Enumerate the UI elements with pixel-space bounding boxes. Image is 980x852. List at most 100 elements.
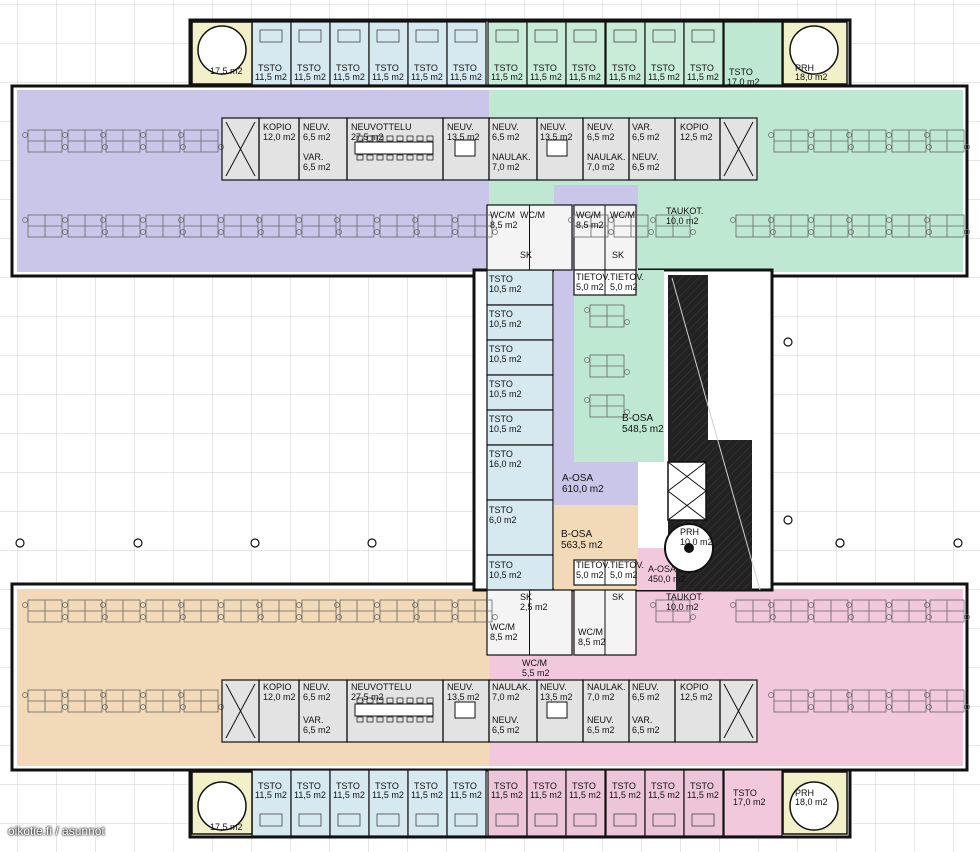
wcm-n1-area: 8,5 m2	[490, 220, 518, 230]
neuvottelu-n-label: NEUVOTTELU	[351, 122, 412, 132]
tietov-n2-label: TIETOV.	[610, 272, 644, 282]
tsto-l5-area: 10,5 m2	[489, 424, 522, 434]
prh-nw-area: 17,5 m2	[210, 66, 243, 76]
office-area: 11,5 m2	[648, 72, 680, 82]
tsto-l6-area: 16,0 m2	[489, 459, 522, 469]
var-s1-area: 6,5 m2	[303, 725, 331, 735]
stair-ne-icon	[789, 25, 839, 75]
office-room	[329, 21, 370, 86]
neuv-s1-area: 6,5 m2	[303, 692, 331, 702]
office-area: 11,5 m2	[255, 790, 287, 800]
neuv-s4-area: 13,5 m2	[540, 692, 573, 702]
office-area: 11,5 m2	[411, 790, 443, 800]
link-office	[486, 409, 554, 446]
office-area: 11,5 m2	[609, 790, 641, 800]
column-markers	[15, 337, 963, 548]
neuv-s3-label: NEUV.	[492, 715, 519, 725]
sk-s1-area: 2,5 m2	[520, 602, 548, 612]
tsto-l3-area: 10,5 m2	[489, 354, 522, 364]
neuv-s6-label: NEUV.	[632, 682, 659, 692]
tsto-l3-label: TSTO	[489, 344, 513, 354]
var-n1-area: 6,5 m2	[303, 162, 331, 172]
wcm-n3-label: WC/M	[576, 210, 601, 220]
sk-s1-label: SK	[520, 592, 532, 602]
neuv-s2-label: NEUV.	[447, 682, 474, 692]
office-area: 11,5 m2	[333, 72, 365, 82]
kopio-n2-label: KOPIO	[680, 122, 709, 132]
watermark: oikotie.fi / asunnot	[8, 824, 105, 838]
var-n2-label: VAR.	[632, 122, 652, 132]
office-area: 11,5 m2	[491, 72, 523, 82]
corner-stairs	[191, 21, 848, 835]
tsto-l8-area: 10,5 m2	[489, 570, 522, 580]
core-rooms	[221, 679, 758, 743]
taukot-s-label: TAUKOT.	[666, 592, 703, 602]
b-osa-north-label: B-OSA	[622, 413, 653, 424]
tietov-n2-area: 5,0 m2	[610, 282, 638, 292]
taukot-n-label: TAUKOT.	[666, 206, 703, 216]
office-label: TSTO	[297, 781, 321, 791]
room-labels: 17,5 m2 PRH 18,0 m2 TSTO 17,0 m2 17,5 m2…	[210, 63, 828, 832]
prh-ne-label: PRH	[795, 63, 814, 73]
office-label: TSTO	[297, 63, 321, 73]
office-label: TSTO	[375, 63, 399, 73]
office-room	[605, 21, 646, 86]
a-osa-north-label: A-OSA	[562, 473, 593, 484]
neuv-n6-label: NEUV.	[632, 152, 659, 162]
neuv-s5-label: NEUV.	[587, 715, 614, 725]
stair-nw-icon	[197, 25, 247, 75]
tsto-l1-area: 10,5 m2	[489, 284, 522, 294]
office-room	[446, 769, 487, 837]
tietov-s1-area: 5,0 m2	[576, 570, 604, 580]
office-area: 11,5 m2	[372, 72, 404, 82]
office-label: TSTO	[690, 781, 714, 791]
taukot-s-area: 10,0 m2	[666, 602, 699, 612]
taukot-n-area: 10,0 m2	[666, 216, 699, 226]
tsto-corner-ne-area: 17,0 m2	[727, 77, 760, 87]
office-label: TSTO	[494, 781, 518, 791]
tsto-corner-se-label: TSTO	[733, 788, 757, 798]
furniture	[22, 129, 970, 713]
office-area: 11,5 m2	[530, 72, 562, 82]
office-area: 11,5 m2	[687, 72, 719, 82]
naulak-n1-area: 7,0 m2	[492, 162, 520, 172]
central-link	[472, 185, 774, 656]
office-area: 11,5 m2	[687, 790, 719, 800]
sk-n2-label: SK	[612, 250, 624, 260]
neuv-n5-label: NEUV.	[587, 122, 614, 132]
wcm-s2-label: WC/M	[578, 627, 603, 637]
office-room	[446, 21, 487, 86]
tietov-s2-label: TIETOV.	[610, 560, 644, 570]
office-label: TSTO	[414, 63, 438, 73]
naulak-s1-area: 7,0 m2	[492, 692, 520, 702]
kopio-n1-area: 12,0 m2	[263, 132, 296, 142]
office-room	[526, 769, 567, 837]
office-area: 11,5 m2	[609, 72, 641, 82]
prh-se-area: 18,0 m2	[795, 797, 828, 807]
link-office	[486, 269, 554, 306]
office-label: TSTO	[258, 63, 282, 73]
tsto-l8-label: TSTO	[489, 560, 513, 570]
office-room	[565, 769, 606, 837]
neuv-s4-label: NEUV.	[540, 682, 567, 692]
office-room	[526, 21, 567, 86]
tsto-l2-area: 10,5 m2	[489, 319, 522, 329]
office-label: TSTO	[336, 63, 360, 73]
b-osa-south-label: B-OSA	[561, 529, 592, 540]
b-osa-south-area: 563,5 m2	[561, 540, 603, 551]
zone-a-north	[17, 90, 489, 272]
tsto-l7-area: 6,0 m2	[489, 515, 517, 525]
tsto-corner-se-area: 17,0 m2	[733, 797, 766, 807]
office-room	[487, 769, 528, 837]
a-osa-south-area: 450,0 m2	[648, 574, 686, 584]
var-n2-area: 6,5 m2	[632, 132, 660, 142]
neuv-n6-area: 6,5 m2	[632, 162, 660, 172]
office-room	[683, 21, 724, 86]
office-area: 11,5 m2	[569, 72, 601, 82]
office-area: 11,5 m2	[294, 790, 326, 800]
office-label: TSTO	[572, 781, 596, 791]
prh-se-label: PRH	[795, 788, 814, 798]
neuv-s5-area: 6,5 m2	[587, 725, 615, 735]
office-room	[605, 769, 646, 837]
